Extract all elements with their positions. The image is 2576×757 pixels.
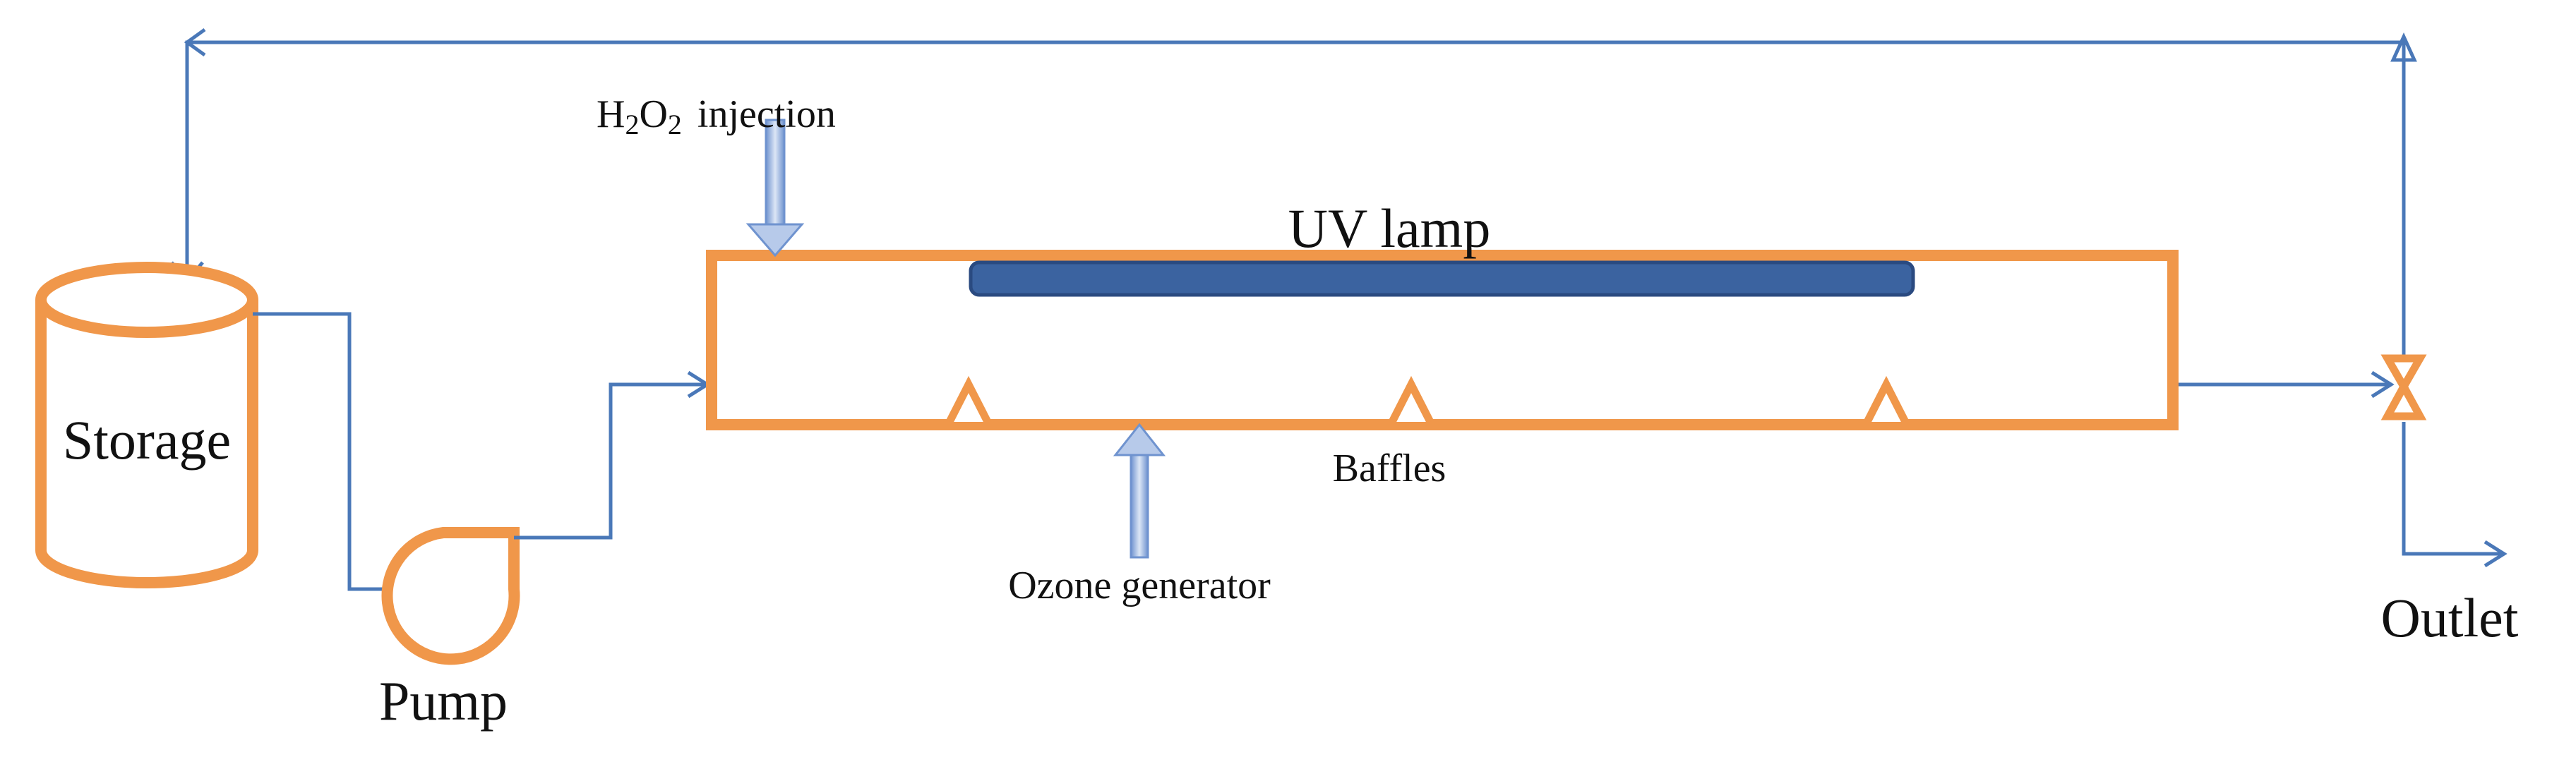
uv-lamp-label: UV lamp: [1288, 198, 1491, 259]
baffles-label: Baffles: [1333, 447, 1446, 490]
h2o2-label-injection: injection: [697, 92, 836, 136]
outlet-line: [2402, 422, 2508, 568]
reactor-to-valve-line: [2179, 370, 2395, 399]
pump: [381, 527, 520, 665]
baffles: [946, 375, 1909, 424]
ozone-generator-label: Ozone generator: [1008, 564, 1271, 607]
h2o2-label-sub1: 2: [625, 109, 639, 140]
pump-to-reactor-line: [514, 370, 711, 540]
storage-label: Storage: [63, 409, 231, 471]
h2o2-label-sub2: 2: [668, 109, 682, 140]
h2o2-label-h: H: [597, 92, 625, 136]
baffle-2: [1389, 375, 1434, 424]
h2o2-injection-arrow: [745, 119, 805, 258]
valve: [2380, 354, 2427, 420]
ozone-generator-arrow: [1113, 423, 1166, 559]
outlet-label: Outlet: [2381, 587, 2519, 648]
h2o2-label-o: O: [639, 92, 667, 136]
recycle-arrowhead-left-corner: [184, 28, 206, 57]
pump-label: Pump: [379, 670, 508, 732]
recycle-arrowhead-top: [2390, 32, 2417, 62]
storage-tank: [35, 262, 258, 588]
baffle-3: [1864, 375, 1909, 424]
baffle-1: [946, 375, 991, 424]
recycle-line: [185, 40, 2406, 358]
uv-lamp: [969, 260, 1915, 297]
